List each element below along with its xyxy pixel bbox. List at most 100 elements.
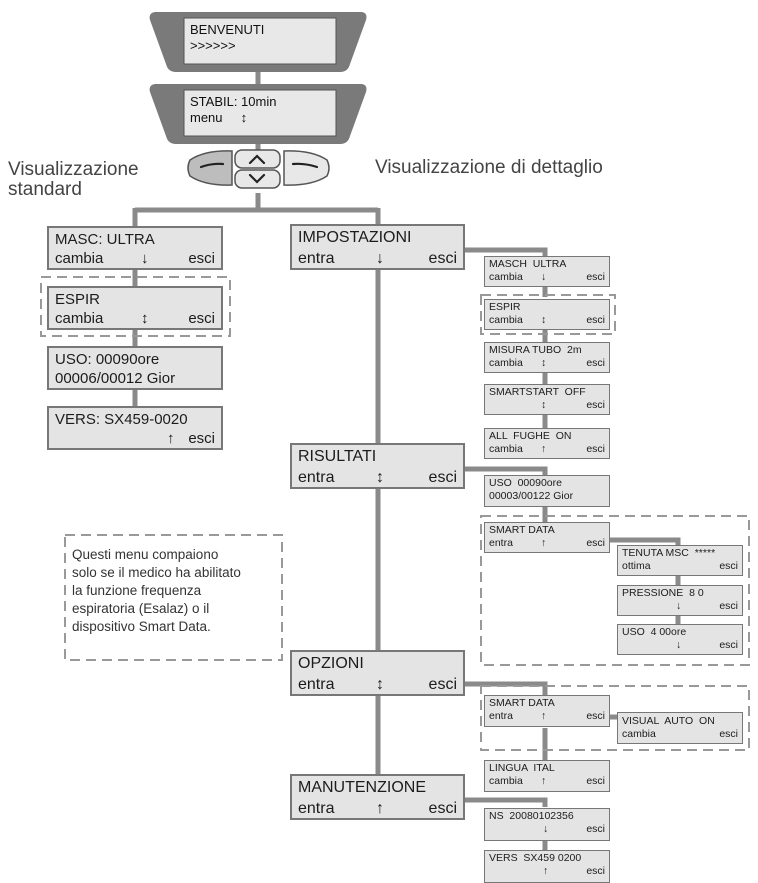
arrow-icon: ↑ (541, 443, 547, 455)
box-title: SMART DATA (489, 524, 555, 536)
chevron-down-icon (248, 173, 266, 184)
impostazioni-sub-all-fughe: ALL FUGHE ON cambia ↑ esci (484, 428, 610, 459)
impostazioni-sub-masch: MASCH ULTRA cambia ↓ esci (484, 256, 610, 287)
box-left-label: entra (489, 710, 513, 722)
arrow-icon: ↓ (141, 250, 149, 267)
detail-box-impostazioni: IMPOSTAZIONI entra ↓ esci (290, 224, 465, 270)
standard-box-espir: ESPIR cambia ↕ esci (47, 286, 223, 330)
lcd-stabil-line1: STABIL: 10min (190, 94, 277, 109)
smart-data-sub-tenuta: TENUTA MSC ***** ottima esci (617, 545, 743, 576)
arrow-icon: ↓ (676, 600, 682, 612)
box-title: VISUAL AUTO ON (622, 715, 715, 727)
box-title: PRESSIONE 8 0 (622, 587, 704, 599)
box-left-label: cambia (622, 728, 656, 740)
label-detail-view: Visualizzazione di dettaglio (375, 157, 603, 178)
up-key (234, 149, 281, 169)
box-left-label: entra (298, 676, 335, 693)
risultati-sub-smart-data: SMART DATA entra ↑ esci (484, 522, 610, 553)
arrow-icon: ↓ (676, 639, 682, 651)
box-title: ESPIR (489, 301, 521, 313)
box-right-label: esci (586, 710, 605, 722)
lcd-stabil-line2: menu ↕ (190, 110, 248, 125)
arrow-icon: ↕ (541, 357, 547, 369)
box-title: TENUTA MSC ***** (622, 547, 716, 559)
box-right-label: esci (586, 537, 605, 549)
manutenzione-sub-ns: NS 20080102356 ↓ esci (484, 808, 610, 841)
lcd-welcome-line2: >>>>>> (190, 38, 236, 53)
detail-box-risultati: RISULTATI entra ↕ esci (290, 443, 465, 489)
arrow-icon: ↕ (141, 310, 149, 327)
box-right-label: esci (188, 310, 215, 327)
box-right-label: esci (586, 357, 605, 369)
box-left-label: cambia (489, 443, 523, 455)
box-left-label: ottima (622, 560, 651, 572)
standard-box-uso: USO: 00090ore 00006/00012 Gior (47, 346, 223, 390)
lcd-stabil-housing (149, 84, 367, 144)
box-left-label: 00003/00122 Gior (489, 490, 574, 502)
arrow-icon: ↑ (543, 865, 549, 877)
box-left-label: cambia (55, 250, 104, 267)
right-key (283, 150, 330, 186)
box-right-label: esci (719, 600, 738, 612)
opzioni-sub-visual-auto: VISUAL AUTO ON cambia esci (617, 712, 743, 744)
box-left-label: cambia (489, 314, 523, 326)
label-standard-view: Visualizzazione standard (8, 159, 139, 200)
dashed-group-espir-detail (480, 294, 616, 335)
box-right-label: esci (586, 775, 605, 787)
box-title: ALL FUGHE ON (489, 430, 572, 442)
box-title: USO 00090ore (489, 477, 562, 489)
lcd-welcome-housing (149, 12, 367, 72)
box-title: MISURA TUBO 2m (489, 344, 582, 356)
box-right-label: esci (586, 823, 605, 835)
box-title: USO 4 00ore (622, 626, 687, 638)
box-right-label: esci (428, 800, 457, 817)
left-key-dash-icon (199, 162, 225, 169)
detail-box-opzioni: OPZIONI entra ↕ esci (290, 650, 465, 696)
box-title: VERS SX459 0200 (489, 852, 582, 864)
down-key (234, 169, 281, 189)
box-right-label: esci (188, 430, 215, 447)
dashed-group-smart-data-risultati (480, 515, 750, 666)
detail-box-manutenzione: MANUTENZIONE entra ↑ esci (290, 774, 465, 820)
box-right-label: esci (586, 271, 605, 283)
box-left-label: entra (298, 800, 335, 817)
chevron-up-icon (248, 154, 266, 165)
manutenzione-sub-vers: VERS SX459 0200 ↑ esci (484, 850, 610, 883)
box-left-label: entra (298, 469, 335, 486)
arrow-icon: ↕ (541, 399, 547, 411)
box-title: OPZIONI (298, 655, 364, 672)
box-right-label: esci (428, 250, 457, 267)
right-key-dash-icon (291, 162, 319, 169)
dashed-note-frame (64, 534, 283, 661)
box-title: ESPIR (55, 291, 101, 308)
arrow-icon: ↑ (376, 800, 384, 817)
arrow-icon: ↑ (541, 537, 547, 549)
box-left-label: cambia (489, 271, 523, 283)
arrow-icon: ↓ (543, 823, 549, 835)
box-left-label: cambia (55, 310, 104, 327)
arrow-icon: ↕ (376, 676, 384, 693)
box-title: MANUTENZIONE (298, 779, 426, 796)
arrow-icon: ↑ (541, 775, 547, 787)
left-key (187, 150, 233, 186)
box-title: NS 20080102356 (489, 810, 574, 822)
box-left-label: entra (298, 250, 335, 267)
box-left-label: cambia (489, 775, 523, 787)
standard-box-masc: MASC: ULTRA cambia ↓ esci (47, 226, 223, 270)
box-right-label: esci (586, 443, 605, 455)
box-title: RISULTATI (298, 448, 377, 465)
box-title: SMART DATA (489, 697, 555, 709)
dashed-group-espir-standard (40, 276, 231, 337)
box-right-label: esci (428, 676, 457, 693)
box-left-label: 00006/00012 Gior (55, 370, 176, 387)
arrow-icon: ↕ (376, 469, 384, 486)
risultati-sub-uso: USO 00090ore 00003/00122 Gior (484, 475, 610, 507)
box-title: MASCH ULTRA (489, 258, 567, 270)
box-title: SMARTSTART OFF (489, 386, 586, 398)
box-right-label: esci (586, 865, 605, 877)
lcd-welcome-line1: BENVENUTI (190, 22, 265, 37)
arrow-icon: ↓ (541, 271, 547, 283)
box-left-label: cambia (489, 357, 523, 369)
box-right-label: esci (719, 639, 738, 651)
